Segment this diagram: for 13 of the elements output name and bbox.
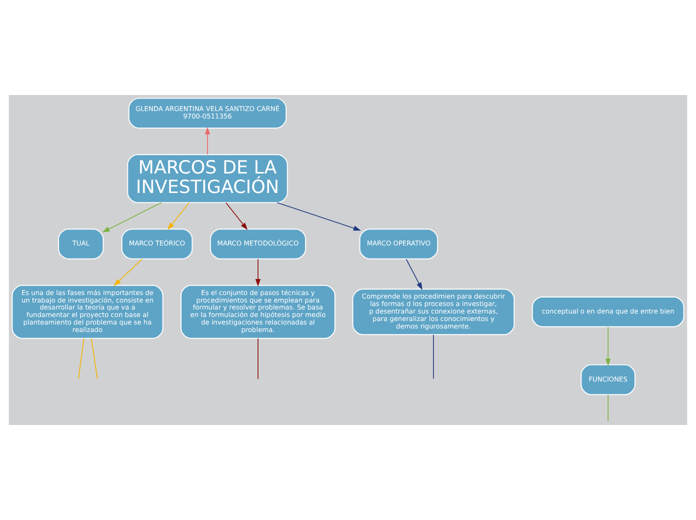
arrow: [605, 326, 611, 366]
arrow: [114, 258, 142, 286]
node-box: MARCOS DE LA INVESTIGACIÓN: [127, 154, 288, 204]
connector: [90, 338, 98, 380]
arrow: [226, 202, 248, 230]
arrow: [204, 126, 210, 155]
arrow: [167, 202, 190, 230]
arrow: [255, 258, 261, 286]
arrow: [406, 258, 422, 290]
connector: [78, 338, 84, 380]
arrow: [276, 202, 361, 231]
arrow: [102, 202, 162, 232]
connector: [433, 334, 434, 380]
